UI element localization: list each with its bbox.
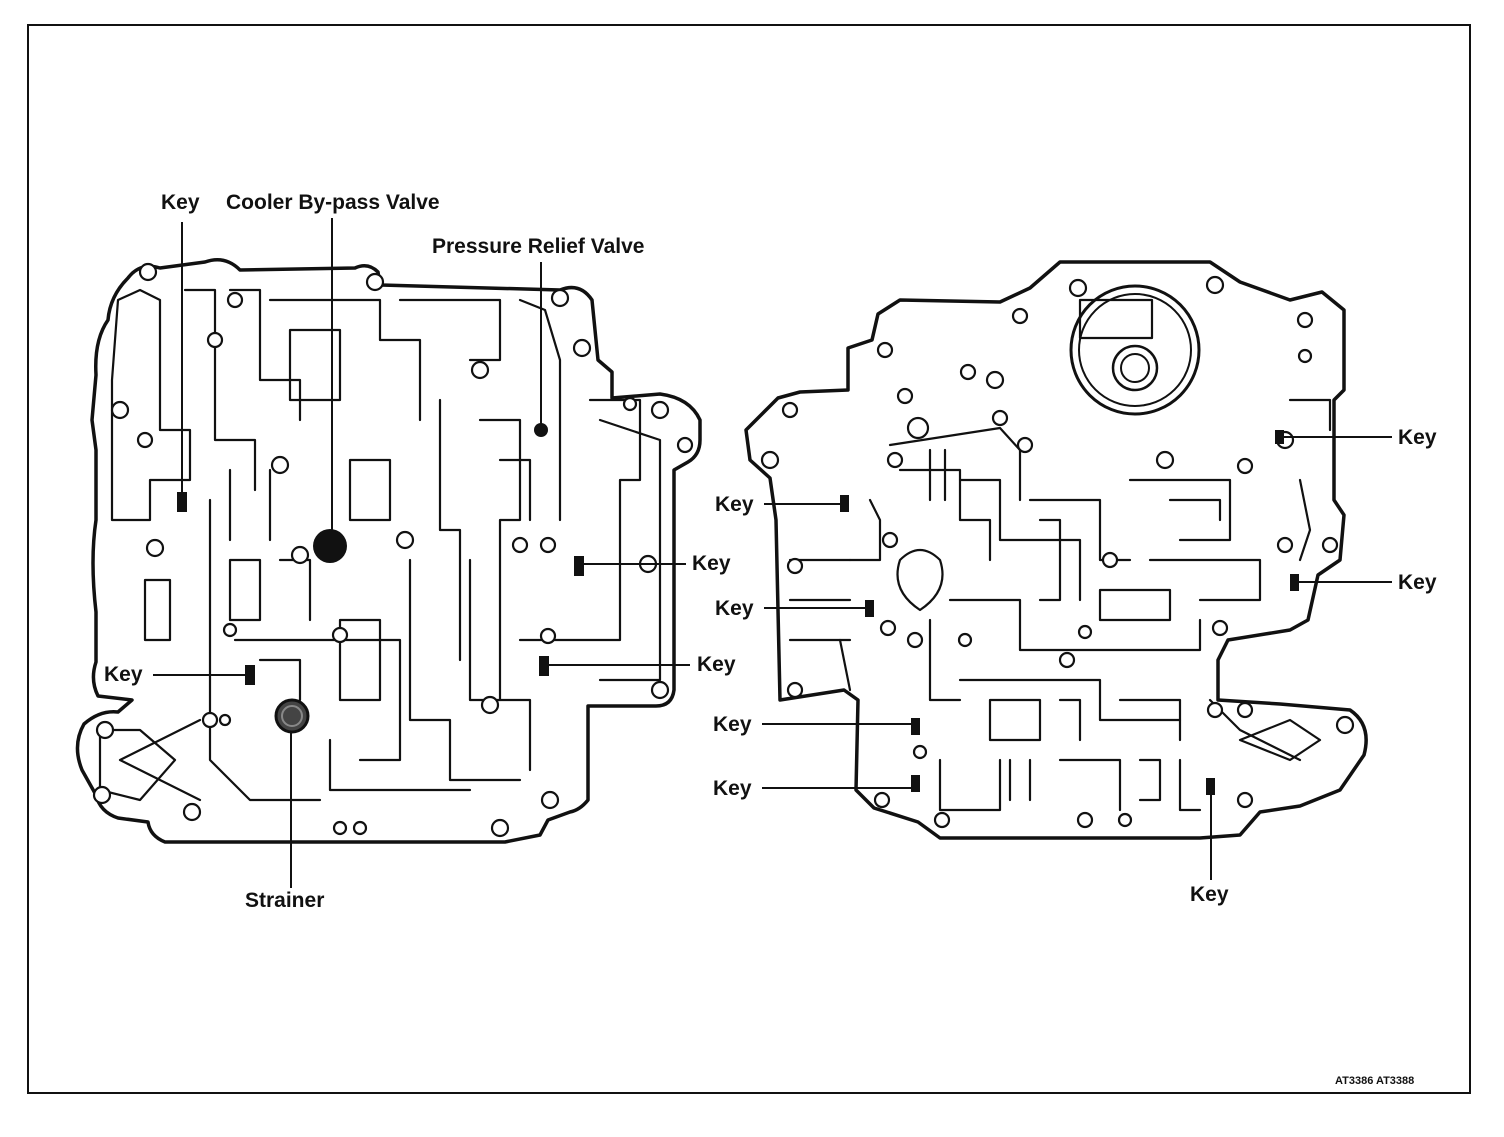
cooler-bypass-valve-marker	[313, 529, 347, 563]
strainer-label: Strainer	[245, 889, 325, 912]
cooler-bypass-valve-label: Cooler By-pass Valve	[226, 191, 440, 214]
key-label-left-right: Key	[697, 653, 736, 676]
key-marker	[1206, 778, 1215, 795]
key-marker	[911, 775, 920, 792]
key-marker	[539, 656, 549, 676]
strainer-marker	[274, 698, 310, 734]
key-marker	[1290, 574, 1299, 591]
pressure-relief-valve-label: Pressure Relief Valve	[432, 235, 645, 258]
key-marker	[245, 665, 255, 685]
key-label-left-mid: Key	[692, 552, 731, 575]
key-marker	[574, 556, 584, 576]
figure-code: AT3386 AT3388	[1335, 1075, 1415, 1087]
key-label-right-4: Key	[713, 713, 752, 736]
key-label-left-lower: Key	[104, 663, 143, 686]
key-label-right-bottom: Key	[1190, 883, 1229, 906]
key-marker	[911, 718, 920, 735]
upper-valve-body	[75, 258, 702, 844]
key-label-right-top: Key	[1398, 426, 1437, 449]
key-label-left-top: Key	[161, 191, 200, 214]
leader-lines	[153, 218, 1392, 888]
key-marker	[177, 492, 187, 512]
key-marker	[1275, 430, 1284, 444]
key-marker	[840, 495, 849, 512]
key-marker	[865, 600, 874, 617]
key-label-right-2: Key	[1398, 571, 1437, 594]
key-label-right-1: Key	[715, 493, 754, 516]
key-label-right-3: Key	[715, 597, 754, 620]
figure-border	[27, 24, 1471, 1094]
key-label-right-5: Key	[713, 777, 752, 800]
lower-valve-body	[744, 260, 1368, 840]
